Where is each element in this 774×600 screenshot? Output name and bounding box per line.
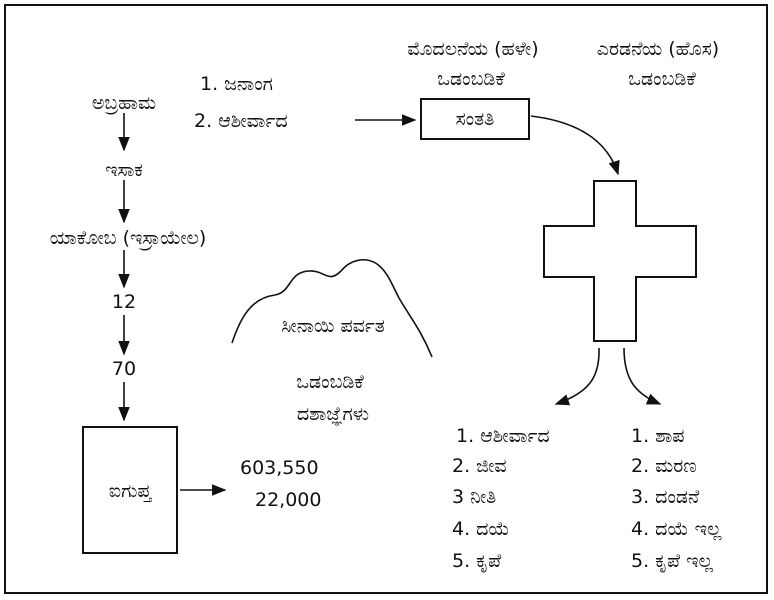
left-list-item: 4. ದಯೆ [452, 518, 510, 540]
cross-shape [543, 180, 697, 342]
mount-sinai-outline [231, 259, 433, 358]
left-list-item: 1. ಆಶೀರ್ವಾದ [456, 425, 550, 447]
new-covenant-title-line1: ಎರಡನೆಯ (ಹೊಸ) [596, 38, 720, 60]
egypt-box-label: ಐಗುಪ್ತ [108, 480, 152, 502]
arrow-cross-left [554, 347, 600, 406]
egypt-number-2: 22,000 [255, 489, 322, 511]
old-covenant-title-line1: ಮೊದಲನೆಯ (ಹಳೇ) [407, 38, 539, 60]
right-list-item: 3. ದಂಡನೆ [631, 486, 700, 508]
left-list-item: 5. ಕೃಪೆ [452, 550, 502, 572]
lineage-abraham: ಅಬ್ರಹಾಮ [91, 92, 157, 114]
right-list-item: 5. ಕೃಪೆ ಇಲ್ಲ [631, 550, 714, 572]
arrow-cross-right [623, 347, 662, 405]
seed-box-label: ಸಂತತಿ [455, 108, 495, 130]
egypt-box: ಐಗುಪ್ತ [82, 426, 178, 554]
left-list-item: 2. ಜೀವ [452, 455, 507, 477]
covenant-label-line2: ದಶಾಜ್ಞೆಗಳು [296, 403, 370, 425]
lineage-seventy: 70 [111, 358, 137, 380]
right-list-item: 2. ಮರಣ [631, 455, 697, 477]
lineage-jacob-israel: ಯಾಕೋಬ (ಇಸ್ರಾಯೇಲ) [49, 227, 207, 249]
seed-box: ಸಂತತಿ [420, 98, 530, 140]
left-list-item: 3 ನೀತಿ [452, 486, 497, 508]
lineage-twelve: 12 [111, 291, 137, 313]
old-covenant-title-line2: ಒಡಂಬಡಿಕೆ [437, 68, 505, 90]
covenant-label-line1: ಒಡಂಬಡಿಕೆ [296, 371, 364, 393]
diagram-frame [4, 4, 768, 594]
egypt-number-1: 603,550 [240, 457, 319, 479]
mountain-label: ಸೀನಾಯಿ ಪರ್ವತ [281, 315, 385, 337]
right-list-item: 1. ಶಾಪ [631, 425, 685, 447]
right-list-item: 4. ದಯೆ ಇಲ್ಲ [631, 518, 722, 540]
promise-blessing: 2. ಆಶೀರ್ವಾದ [194, 110, 288, 132]
arrow-seed-cross [530, 115, 620, 176]
lineage-isaac: ಇಸಾಕ [105, 159, 143, 181]
new-covenant-title-line2: ಒಡಂಬಡಿಕೆ [628, 68, 696, 90]
promise-nation: 1. ಜನಾಂಗ [200, 73, 273, 95]
